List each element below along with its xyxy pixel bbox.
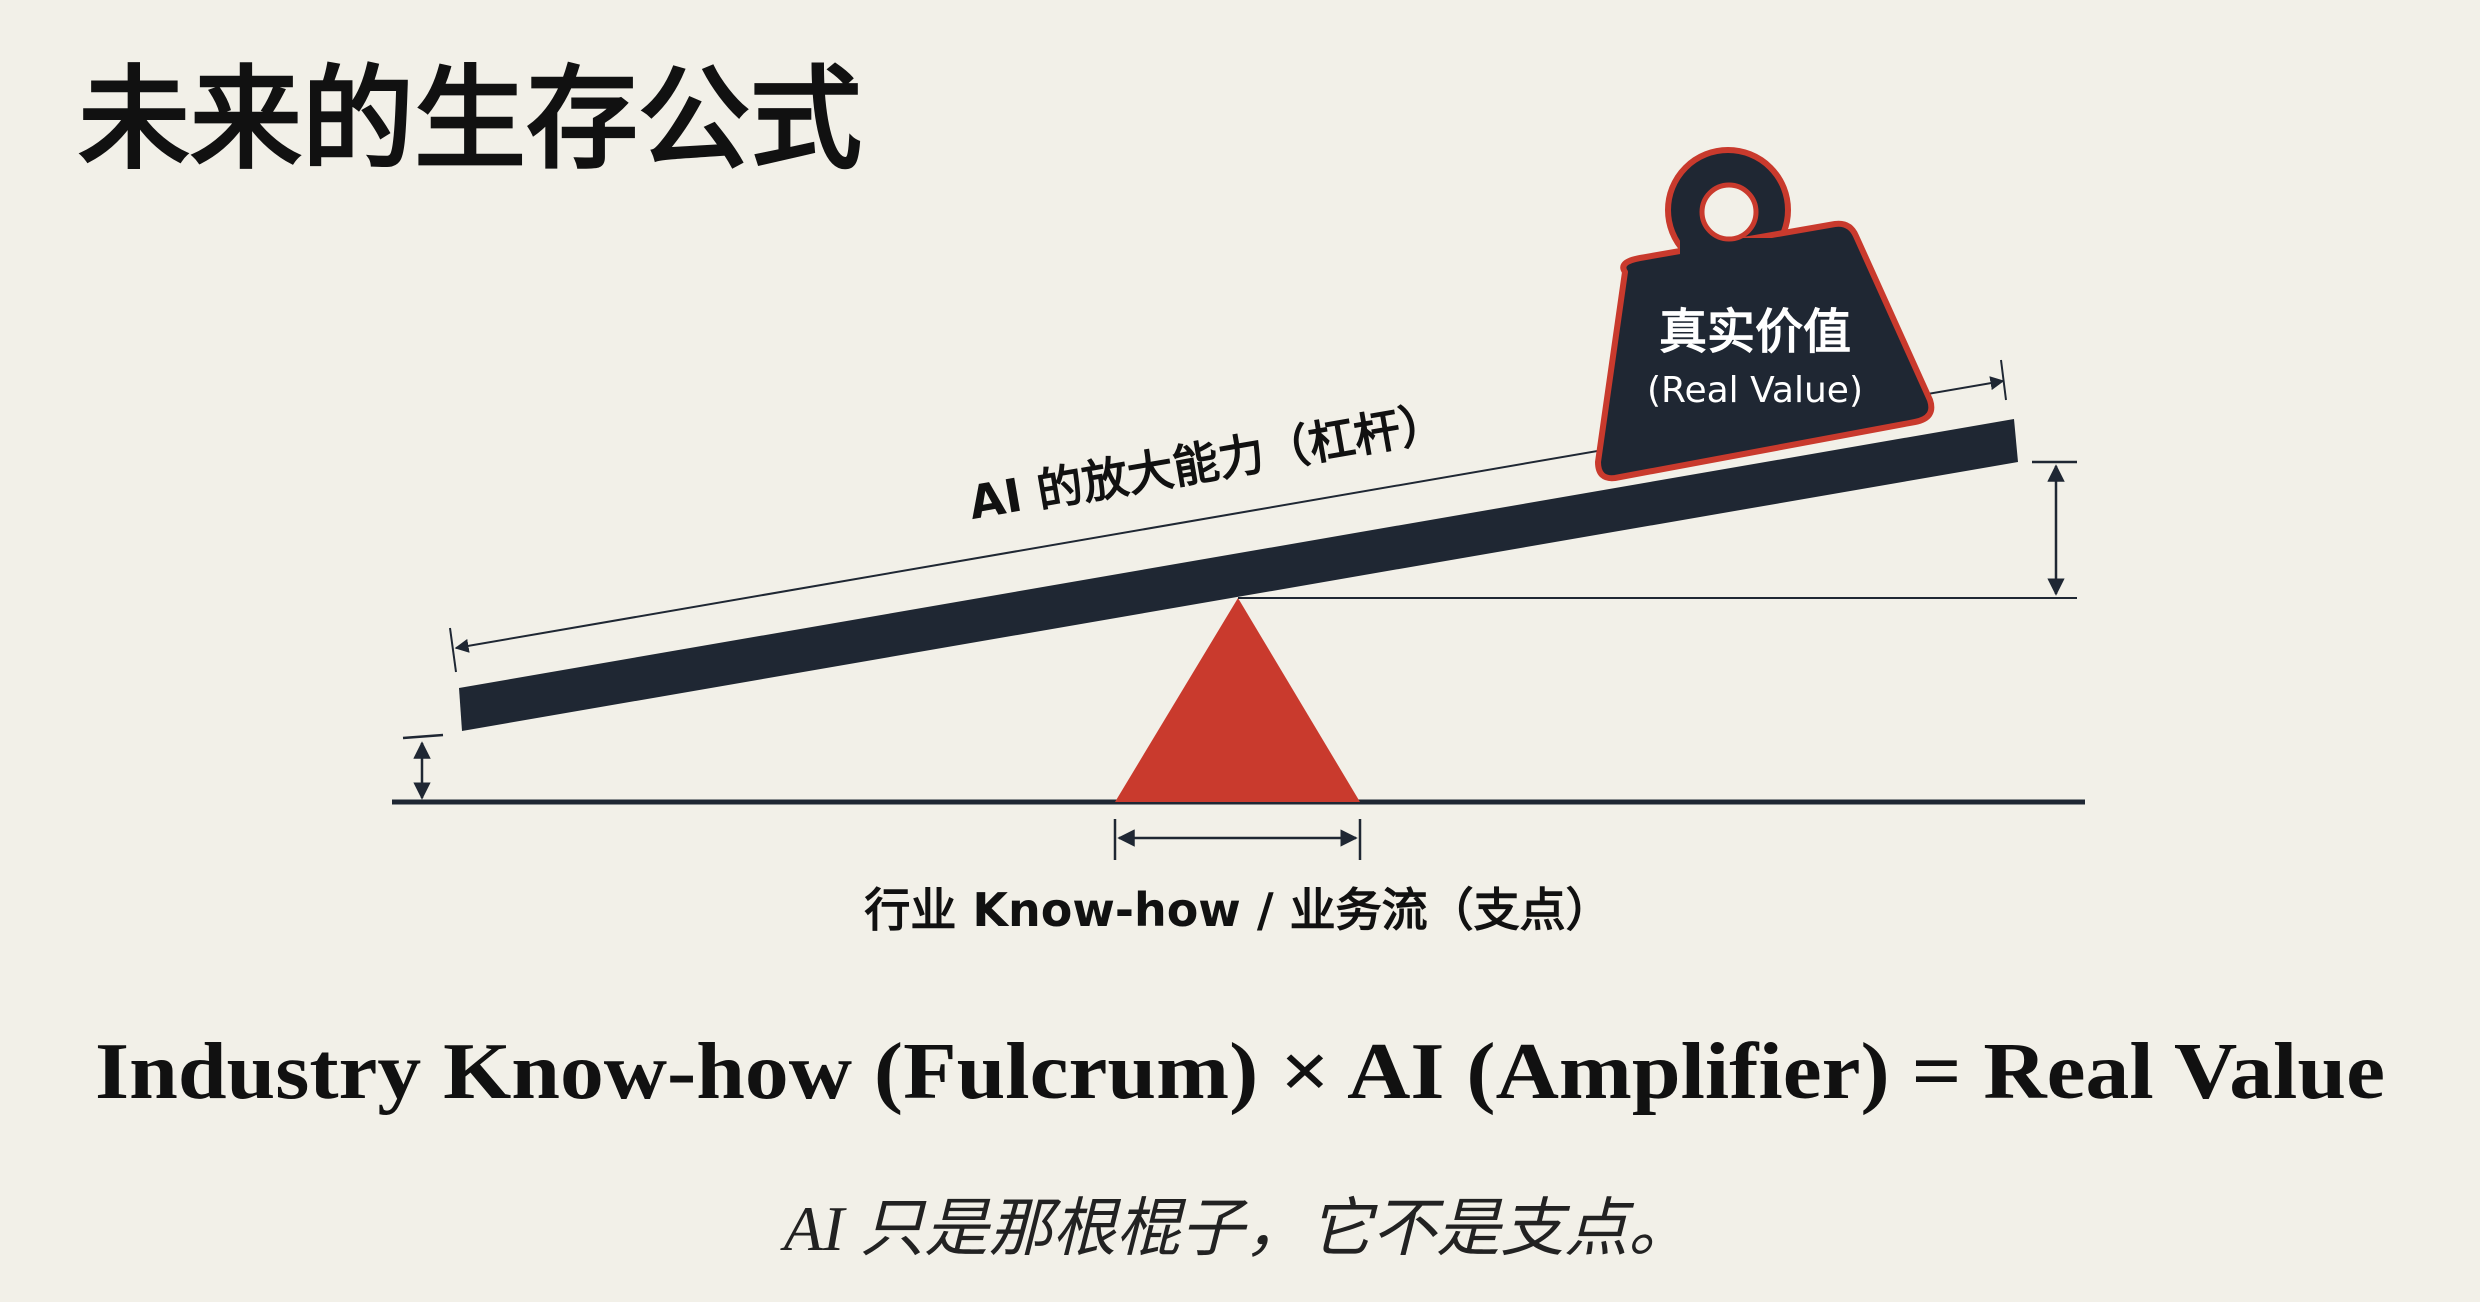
- weight-icon: [1595, 147, 1935, 482]
- formula: Industry Know-how (Fulcrum) × AI (Amplif…: [95, 1028, 2385, 1116]
- fulcrum-width-dimension: [1113, 819, 1362, 860]
- fulcrum-label: 行业 Know-how / 业务流（支点）: [864, 883, 1611, 937]
- left-height-dimension: [402, 733, 444, 800]
- fulcrum-triangle: [1115, 598, 1360, 802]
- weight-label-cn: 真实价值: [1659, 304, 1851, 360]
- weight-label-en: (Real Value): [1647, 370, 1863, 411]
- right-height-dimension: [2032, 460, 2077, 596]
- page-title: 未来的生存公式: [78, 55, 862, 185]
- tagline: AI 只是那根棍子，它不是支点。: [780, 1193, 1692, 1264]
- lever-label: AI 的放大能力（杠杆）: [965, 395, 1450, 530]
